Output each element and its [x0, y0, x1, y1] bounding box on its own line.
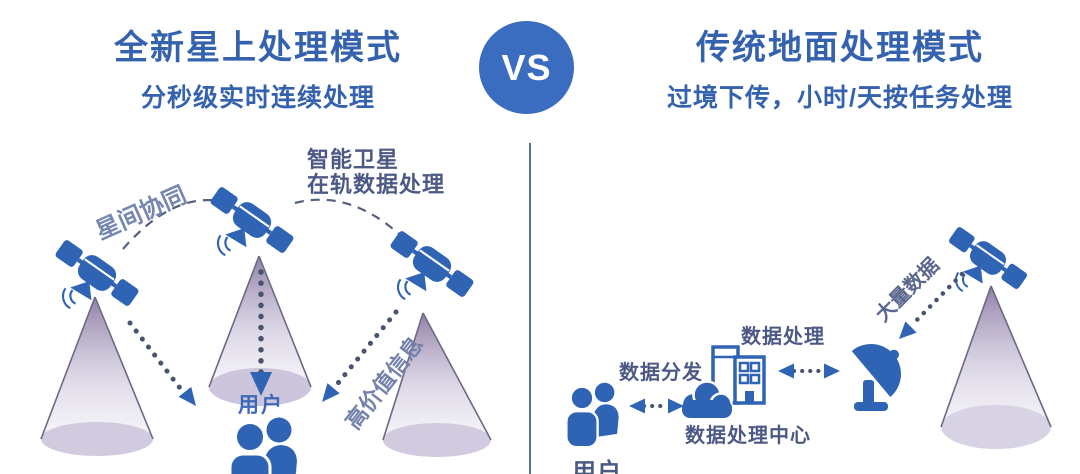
inter-satellite-link-line [294, 198, 400, 235]
left-mode-subtitle: 分秒级实时连续处理 [140, 84, 375, 112]
smart-satellite-label-line2: 在轨数据处理 [307, 172, 446, 197]
downlink-arrow [127, 320, 196, 406]
beam-cone [40, 296, 154, 456]
smart-satellite-label-line1: 智能卫星 [307, 147, 400, 172]
downlink-arrow [322, 309, 399, 402]
users-label-right: 用户 [572, 459, 622, 474]
double-arrow [629, 398, 684, 414]
left-mode-title: 全新星上处理模式 [114, 29, 402, 67]
double-arrow [778, 363, 840, 379]
vs-badge: VS [479, 21, 574, 114]
satellite-icon [190, 183, 297, 282]
users-label-left: 用户 [238, 394, 284, 417]
right-header: 传统地面处理模式 过境下传，小时/天按任务处理 [640, 20, 1040, 114]
downlink-arrow [899, 271, 965, 339]
right-mode-title: 传统地面处理模式 [696, 29, 984, 67]
cloud-icon [680, 380, 733, 418]
downlink-arrow [250, 269, 272, 396]
beam-cone [940, 285, 1052, 449]
smart-satellite-label: 智能卫星 在轨数据处理 [307, 147, 445, 197]
left-header: 全新星上处理模式 分秒级实时连续处理 [58, 20, 458, 114]
right-diagram [565, 223, 1052, 449]
data-distribution-label: 数据分发 [619, 362, 703, 384]
data-processing-center-label: 数据处理中心 [685, 425, 811, 447]
satellite-icon [370, 227, 477, 326]
left-diagram [35, 183, 492, 474]
users-icon [565, 381, 620, 449]
users-icon [228, 416, 299, 474]
beam-cone [382, 312, 492, 457]
dish-antenna-icon [851, 344, 901, 411]
inter-satellite-link-line [122, 199, 230, 250]
right-mode-subtitle: 过境下传，小时/天按任务处理 [667, 84, 1013, 112]
data-processing-label: 数据处理 [741, 326, 825, 348]
